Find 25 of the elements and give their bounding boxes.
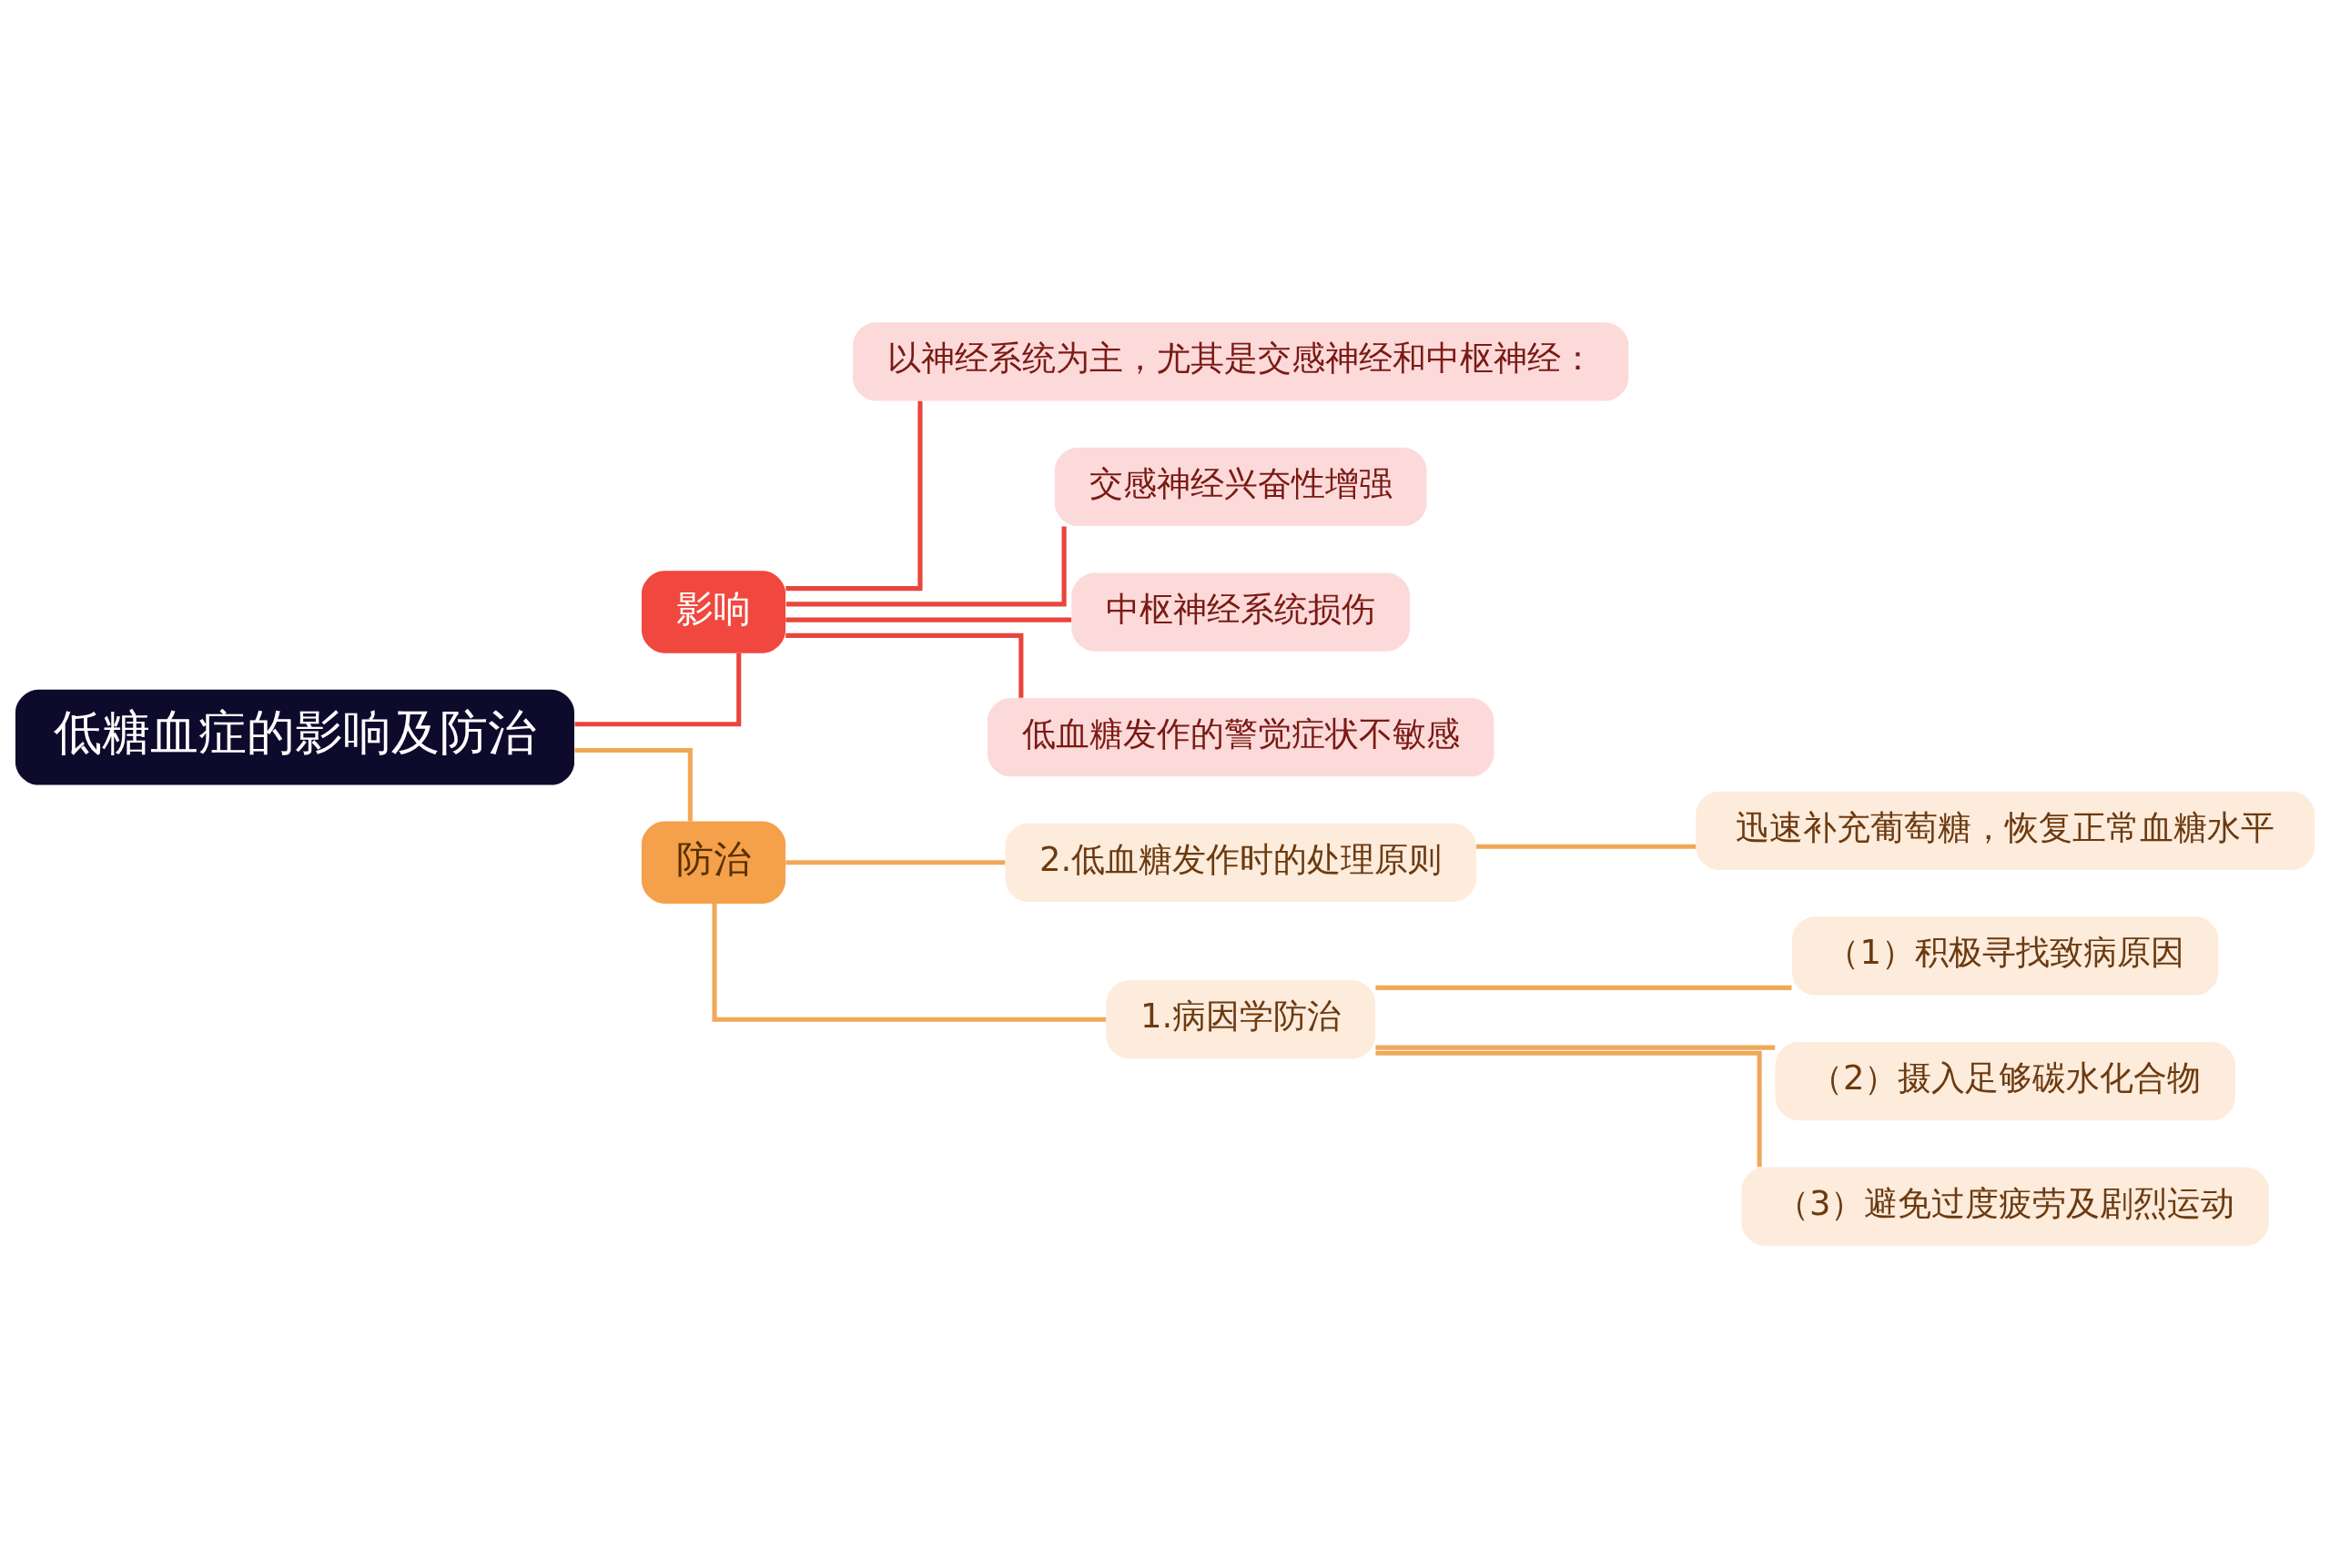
node-box: 低血糖发作的警觉症状不敏感 bbox=[987, 698, 1494, 777]
connector bbox=[1375, 985, 1792, 990]
node-box: 中枢神经系统损伤 bbox=[1071, 572, 1411, 652]
connector bbox=[712, 904, 1107, 1022]
node-box: 2.低血糖发作时的处理原则 bbox=[1005, 823, 1476, 902]
connector bbox=[1476, 844, 1697, 849]
connector bbox=[574, 652, 742, 727]
node-box: （2）摄入足够碳水化合物 bbox=[1775, 1041, 2235, 1121]
connector bbox=[785, 617, 1072, 622]
node-box: 防治 bbox=[641, 821, 786, 904]
connector bbox=[574, 747, 693, 822]
node-box: 交感神经兴奋性增强 bbox=[1054, 447, 1427, 527]
node-box: （3）避免过度疲劳及剧烈运动 bbox=[1741, 1167, 2269, 1246]
node-box: 以神经系统为主，尤其是交感神经和中枢神经： bbox=[853, 322, 1629, 401]
connector bbox=[785, 526, 1067, 607]
connector bbox=[785, 400, 923, 592]
connector bbox=[1375, 1050, 1762, 1168]
node-box: （1）积极寻找致病原因 bbox=[1792, 916, 2219, 996]
connector bbox=[785, 632, 1024, 698]
node-box: 迅速补充葡萄糖，恢复正常血糖水平 bbox=[1696, 791, 2315, 870]
node-box: 影响 bbox=[641, 571, 786, 653]
connector bbox=[1375, 1045, 1776, 1050]
connector bbox=[785, 860, 1006, 865]
node-box: 低糖血症的影响及防治 bbox=[15, 689, 574, 785]
node-box: 1.病因学防治 bbox=[1106, 980, 1376, 1059]
